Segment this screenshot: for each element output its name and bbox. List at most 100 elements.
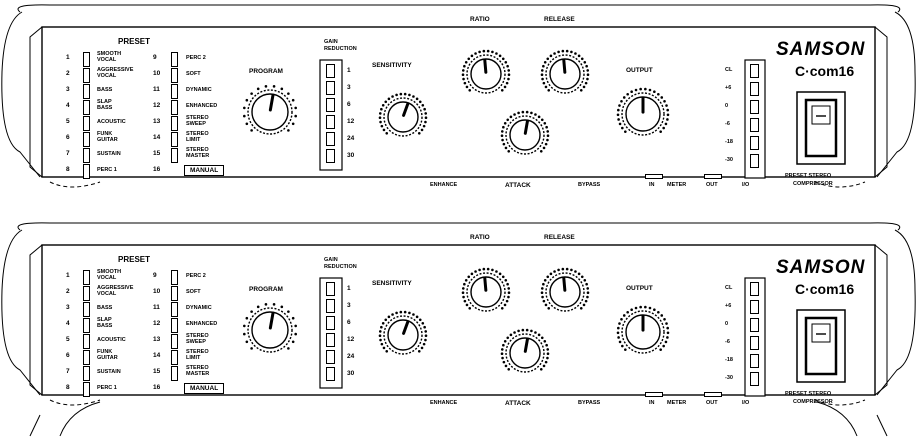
output-knob-tick (660, 96, 664, 99)
sensitivity-knob-tick (379, 338, 382, 342)
attack-knob-tick (537, 333, 541, 337)
preset-number: 16 (153, 384, 161, 391)
ratio-knob-tick (506, 64, 509, 68)
gr-meter-led (326, 299, 335, 313)
preset-led (83, 100, 90, 115)
sensitivity-knob-tick (382, 346, 386, 350)
release-knob-tick (586, 295, 589, 299)
sensitivity-knob-tick (418, 318, 422, 322)
release-knob-tick (544, 85, 548, 89)
meter-button[interactable] (704, 174, 722, 179)
io-meter-led (750, 354, 759, 368)
output-knob-tick (617, 326, 620, 330)
ratio-knob-tick (500, 306, 504, 310)
attack-knob-tick (537, 115, 541, 119)
release-knob-tick (553, 270, 556, 273)
manual-button[interactable]: MANUAL (184, 383, 225, 394)
output-knob-tick (665, 104, 668, 107)
release-knob-tick (582, 303, 586, 307)
brand-logo: SAMSON (776, 39, 866, 60)
right-flange (874, 244, 888, 396)
gr-meter-led (326, 115, 335, 129)
ratio-knob-tick (482, 49, 486, 53)
program-knob-tick (264, 85, 268, 88)
sensitivity-knob-tick (415, 97, 419, 101)
sensitivity-knob-pointer (402, 320, 410, 335)
model-name: C·com16 (795, 281, 855, 297)
attack-knob-tick (506, 336, 510, 340)
ratio-knob-tick (501, 57, 505, 61)
program-knob (251, 93, 289, 131)
sensitivity-knob-tick (378, 112, 382, 115)
ratio-knob-tick (478, 268, 481, 272)
release-knob-tick (570, 50, 573, 54)
ratio-knob-tick (498, 54, 502, 58)
release-knob-tick (574, 270, 577, 273)
rack-left-ear (1, 11, 41, 178)
gr-meter-led (326, 64, 335, 78)
sensitivity-knob-tick (378, 116, 382, 120)
output-knob-tick (664, 122, 668, 126)
ratio-knob-tick (461, 287, 465, 290)
output-knob-tick (620, 99, 623, 103)
ratio-knob (470, 276, 502, 308)
io-scale-label: -30 (725, 375, 733, 381)
attack-knob-tick (530, 111, 533, 115)
preset-number: 15 (153, 150, 161, 157)
output-knob-tick (644, 305, 647, 309)
sensitivity-knob-tick (412, 313, 415, 316)
preset-name: PERC 1 (97, 385, 117, 391)
preset-name: GUITAR (97, 355, 118, 361)
preset-name: VOCAL (97, 73, 117, 79)
preset-led (83, 116, 90, 131)
preset-led (171, 302, 178, 317)
bypass-button[interactable] (645, 392, 663, 397)
out-label: OUT (706, 400, 718, 406)
ratio-knob-tick (503, 303, 507, 307)
meter-button[interactable] (704, 392, 722, 397)
manual-button[interactable]: MANUAL (184, 165, 225, 176)
attack-knob-tick (543, 121, 547, 125)
output-knob-tick (626, 310, 629, 314)
release-knob-tick (541, 295, 544, 299)
output-knob-tick (630, 90, 633, 94)
sensitivity-knob-tick (403, 92, 407, 96)
gr-meter-led (326, 367, 335, 381)
preset-name: AGGRESSIVE (97, 67, 134, 73)
preset-name: SMOOTH (97, 269, 122, 275)
output-knob-tick (660, 314, 664, 317)
program-knob (251, 311, 289, 349)
bypass-button[interactable] (645, 174, 663, 179)
out-label: OUT (706, 182, 718, 188)
attack-knob-tick (546, 352, 550, 356)
output-knob-tick (621, 344, 624, 348)
ratio-knob-tick (486, 49, 490, 53)
ratio-knob-tick (507, 69, 511, 72)
attack-knob-tick (539, 149, 543, 153)
release-knob-tick (585, 282, 588, 286)
power-label: COMPRESSOR (793, 399, 833, 405)
preset-section-label: PRESET (118, 37, 151, 46)
preset-number: 12 (153, 320, 161, 327)
preset-name: SLAP (97, 99, 112, 105)
release-knob-tick (561, 49, 565, 53)
preset-name: PERC 2 (186, 273, 206, 279)
output-knob-tick (617, 336, 620, 339)
attack-knob-tick (545, 125, 548, 129)
program-knob-tick (272, 303, 276, 306)
enhance-label: ENHANCE (430, 182, 458, 188)
ratio-knob-tick (463, 299, 467, 303)
attack-knob-tick (506, 118, 510, 122)
io-label: I/O (742, 400, 750, 406)
program-knob-tick (272, 85, 276, 88)
preset-name: SOFT (186, 71, 201, 77)
output-knob-tick (653, 308, 656, 312)
io-meter-led (750, 82, 759, 96)
gain-reduction-label: GAIN (324, 39, 338, 45)
preset-led (83, 270, 90, 285)
program-knob-tick (294, 106, 297, 110)
program-knob-tick (250, 92, 253, 95)
output-knob-tick (663, 317, 666, 321)
ratio-knob-tick (465, 85, 469, 89)
sensitivity-knob-tick (424, 120, 427, 124)
